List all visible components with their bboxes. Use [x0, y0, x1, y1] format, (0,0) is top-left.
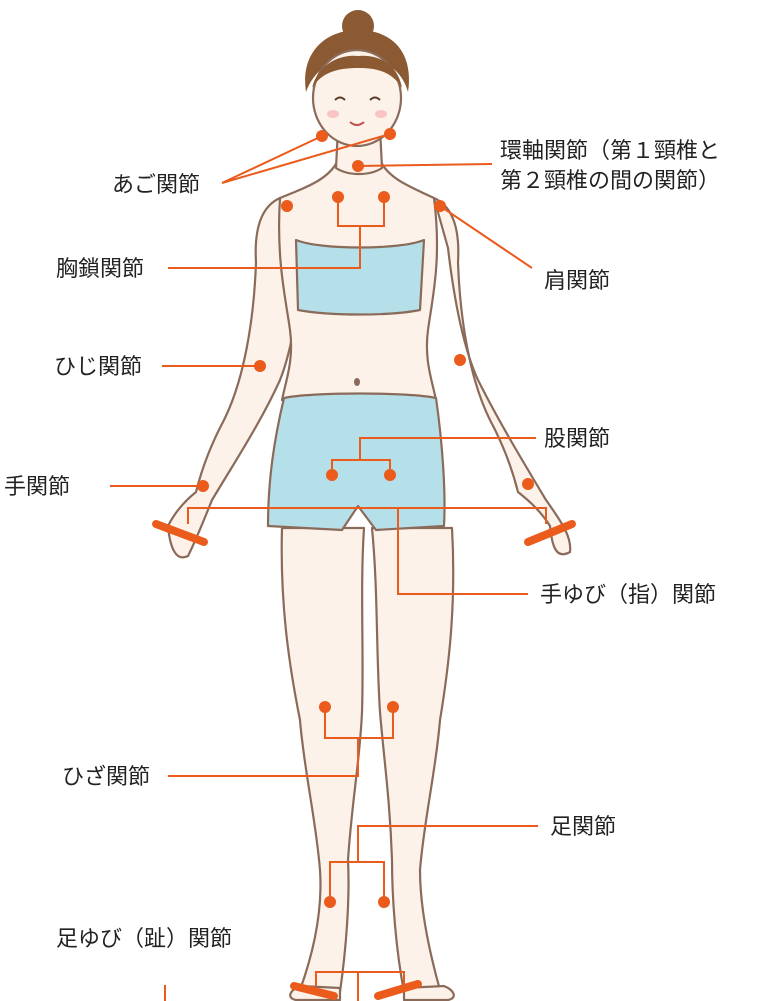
right-cheek: [375, 110, 387, 118]
label-elbow: ひじ関節: [54, 355, 142, 380]
left-cheek: [327, 110, 339, 118]
jaw-line-left: [222, 136, 322, 183]
label-jaw: あご関節: [112, 173, 200, 198]
shoulder-right-dot: [434, 200, 446, 212]
label-wrist: 手関節: [4, 475, 70, 500]
right-arm: [434, 198, 570, 554]
label-atlanto-line2: 第２頸椎の間の関節）: [500, 169, 720, 194]
knee-right-dot: [387, 701, 399, 713]
ankle-right-dot: [378, 896, 390, 908]
label-sternoclavicular: 胸鎖関節: [56, 257, 144, 282]
shorts: [268, 394, 445, 531]
elbow-left-dot: [254, 360, 266, 372]
label-finger: 手ゆび（指）関節: [540, 583, 716, 608]
label-atlanto-line1: 環軸関節（第１頸椎と: [500, 139, 720, 164]
sternoclavicular-right-dot: [378, 191, 390, 203]
shoulder-left-dot: [281, 200, 293, 212]
knee-left-dot: [319, 701, 331, 713]
ankle-left-dot: [324, 896, 336, 908]
left-leg: [282, 528, 364, 992]
right-leg: [372, 528, 453, 992]
elbow-right-dot: [454, 354, 466, 366]
wrist-right-dot: [522, 478, 534, 490]
jaw-right-dot: [384, 128, 396, 140]
wrist-left-dot: [197, 480, 209, 492]
label-ankle: 足関節: [550, 815, 616, 840]
hip-left-dot: [326, 469, 338, 481]
jaw-left-dot: [316, 130, 328, 142]
label-toe: 足ゆび（趾）関節: [56, 927, 232, 952]
navel: [354, 378, 360, 386]
label-knee: ひざ関節: [62, 764, 150, 790]
label-shoulder: 肩関節: [544, 269, 610, 294]
label-hip: 股関節: [544, 427, 610, 452]
hip-right-dot: [384, 469, 396, 481]
sternoclavicular-left-dot: [332, 191, 344, 203]
atlanto-dot: [352, 160, 364, 172]
ankle-line: [358, 826, 538, 862]
